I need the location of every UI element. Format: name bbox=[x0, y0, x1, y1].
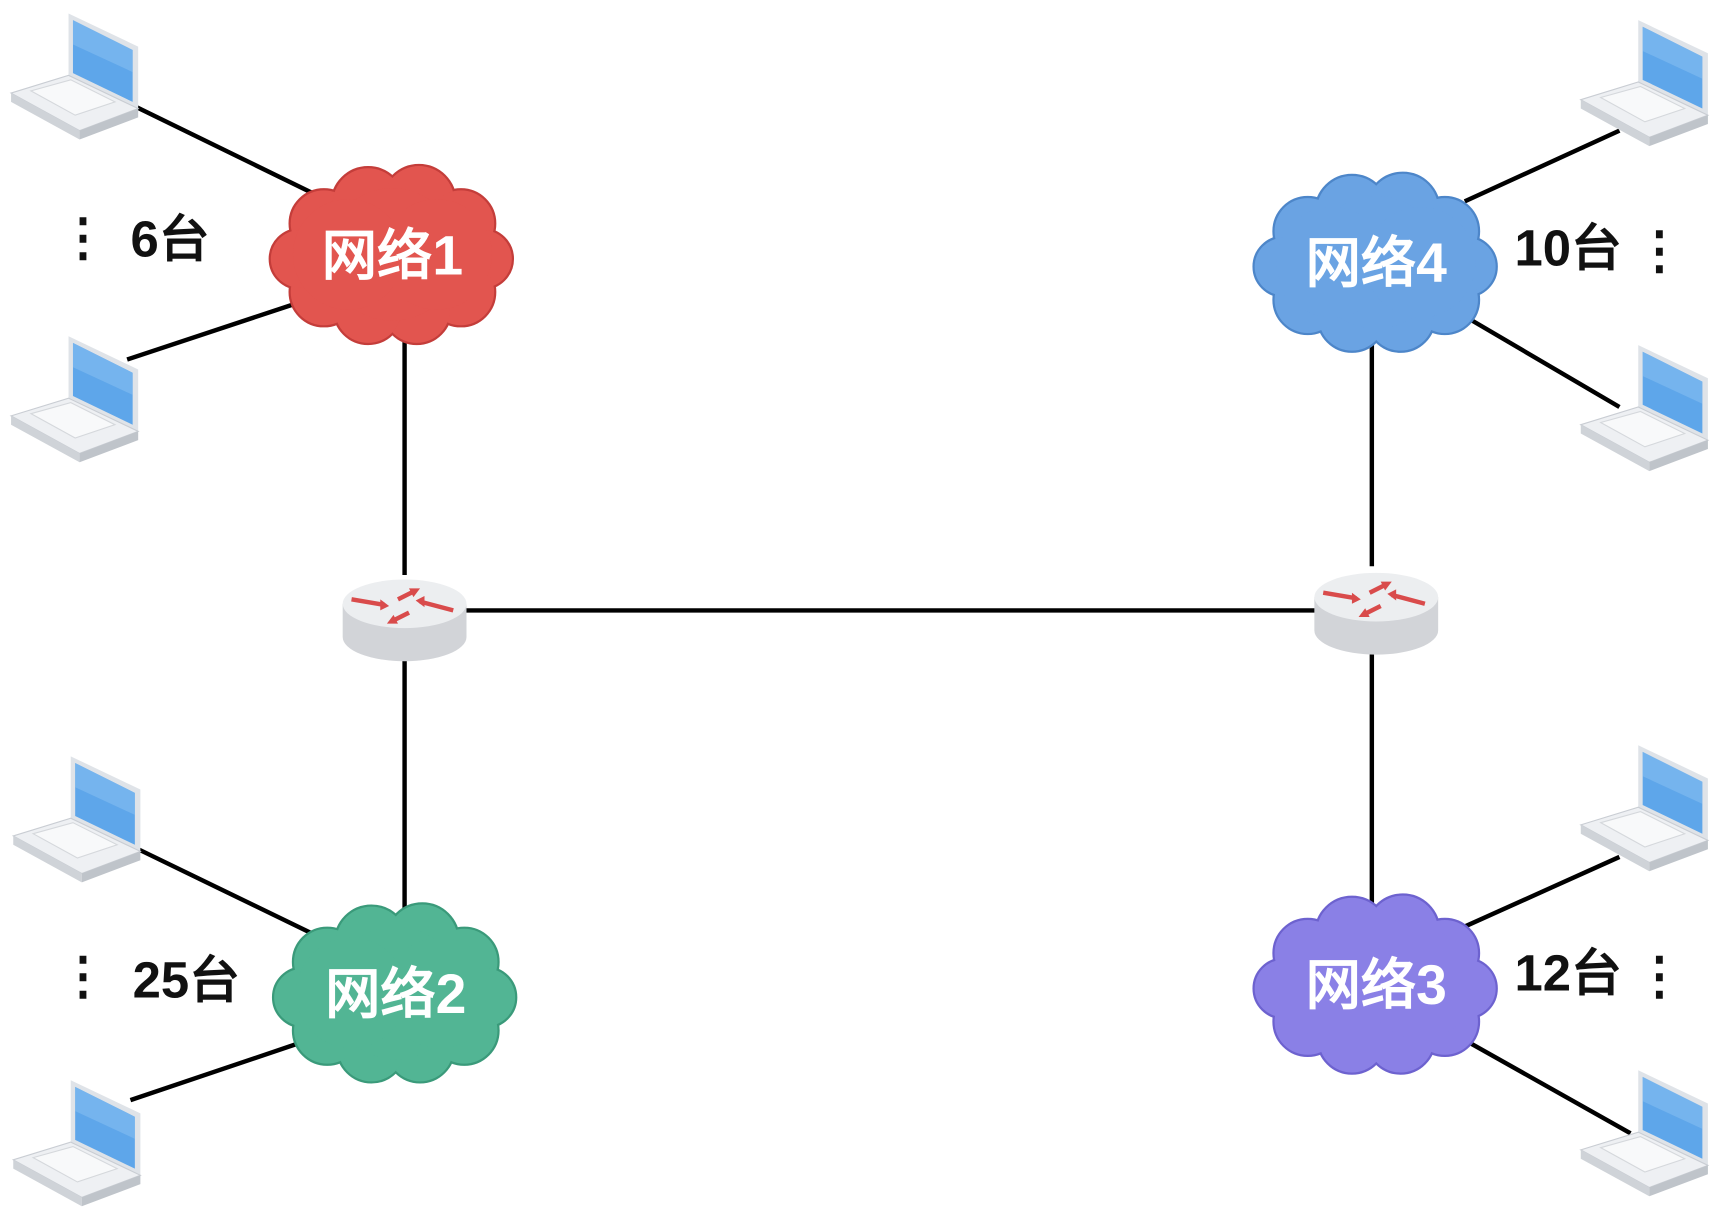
laptop-icon bbox=[12, 755, 141, 883]
link-laptop-network4 bbox=[1463, 128, 1621, 204]
cloud-bump bbox=[381, 199, 492, 310]
link-laptop-network1 bbox=[131, 103, 322, 199]
ellipsis-network-2: ⋮ bbox=[57, 947, 108, 1004]
link-laptop-network3 bbox=[1463, 854, 1621, 929]
network-2-label: 网络2 bbox=[325, 963, 466, 1025]
cloud-bump bbox=[1276, 928, 1388, 1040]
host-count-network-2: 25台 bbox=[133, 951, 240, 1008]
cloud-bump bbox=[384, 937, 496, 1049]
ellipsis-network-1: ⋮ bbox=[57, 208, 108, 265]
host-count-network-4: 10台 bbox=[1514, 220, 1621, 277]
link-laptop-network2 bbox=[137, 847, 322, 940]
network-1-cloud bbox=[268, 163, 515, 346]
link-laptop-network1 bbox=[126, 299, 302, 362]
links bbox=[126, 103, 1632, 1136]
router-icon-right bbox=[1314, 573, 1438, 655]
network-3-label: 网络3 bbox=[1306, 954, 1447, 1016]
network-4-cloud bbox=[1252, 171, 1498, 353]
cloud-bump bbox=[292, 199, 404, 310]
laptop-icon bbox=[1580, 744, 1709, 872]
cloud-bump bbox=[1365, 206, 1476, 318]
laptop-icon bbox=[10, 12, 139, 141]
host-count-network-3: 12台 bbox=[1514, 945, 1621, 1002]
laptop-icon bbox=[10, 335, 139, 463]
ellipsis-network-4: ⋮ bbox=[1634, 222, 1685, 279]
link-laptop-network4 bbox=[1452, 307, 1621, 409]
network-1-label: 网络1 bbox=[322, 224, 463, 286]
laptop-icon bbox=[1580, 1069, 1709, 1197]
link-laptop-network3 bbox=[1452, 1031, 1632, 1136]
laptop-icon bbox=[1580, 344, 1709, 472]
link-laptop-network2 bbox=[129, 1040, 302, 1103]
network-4-label: 网络4 bbox=[1306, 232, 1448, 294]
cloud-bump bbox=[1276, 206, 1388, 318]
network-2-cloud bbox=[271, 902, 518, 1084]
cloud-bump bbox=[1365, 928, 1476, 1040]
cloud-bump bbox=[296, 937, 407, 1049]
laptop-icon bbox=[12, 1079, 141, 1207]
router-icon-left bbox=[343, 579, 467, 661]
laptop-icon bbox=[1580, 19, 1709, 147]
ellipsis-network-3: ⋮ bbox=[1634, 947, 1685, 1004]
network-3-cloud bbox=[1252, 893, 1498, 1075]
host-count-network-1: 6台 bbox=[130, 211, 209, 268]
